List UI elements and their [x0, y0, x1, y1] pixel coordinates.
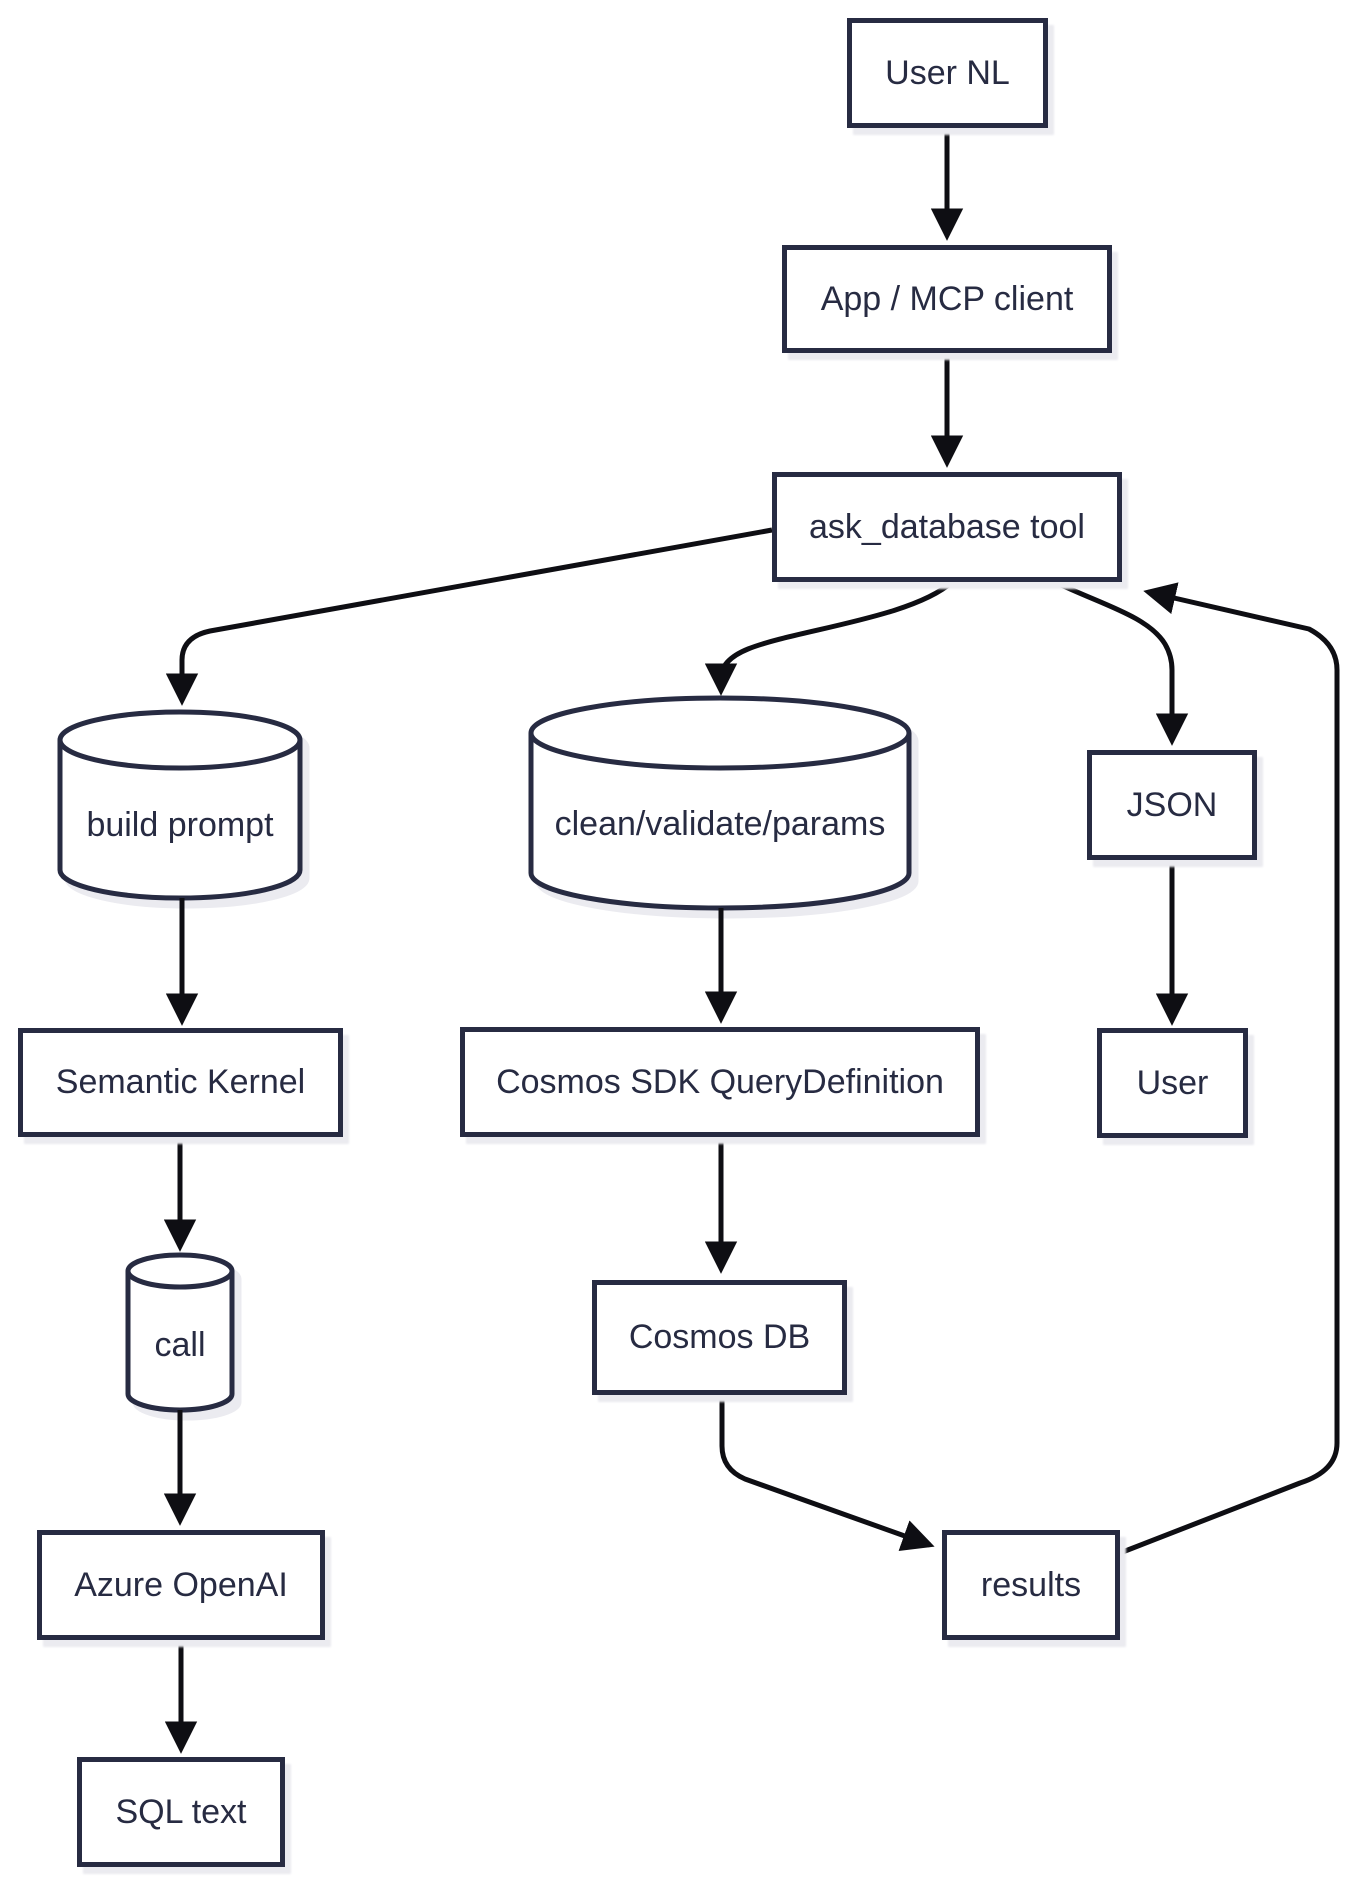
node-json-label: JSON: [1126, 785, 1218, 824]
node-azure-openai-label: Azure OpenAI: [74, 1565, 288, 1604]
node-user: User: [1097, 1028, 1248, 1138]
node-user-nl: User NL: [847, 18, 1048, 128]
node-user-nl-label: User NL: [885, 53, 1010, 92]
edge-cosmos-db-to-results: [719, 1395, 935, 1552]
node-app-mcp-client: App / MCP client: [782, 245, 1112, 353]
node-ask-database-tool-label: ask_database tool: [809, 507, 1085, 546]
node-azure-openai: Azure OpenAI: [37, 1530, 325, 1640]
node-build-prompt: build prompt: [57, 752, 303, 898]
edge-ask-tool-to-json: [1053, 579, 1189, 746]
node-semantic-kernel: Semantic Kernel: [18, 1028, 343, 1137]
node-cosmos-sdk-querydefinition-label: Cosmos SDK QueryDefinition: [496, 1062, 944, 1101]
node-sql-text: SQL text: [77, 1757, 285, 1867]
node-json: JSON: [1087, 750, 1257, 860]
node-app-mcp-client-label: App / MCP client: [820, 279, 1074, 318]
edge-ask-tool-to-clean-validate: [704, 580, 954, 696]
node-results-label: results: [980, 1565, 1082, 1604]
node-semantic-kernel-label: Semantic Kernel: [55, 1063, 306, 1101]
node-clean-validate-params: clean/validate/params: [528, 740, 912, 908]
node-call-label: call: [154, 1325, 206, 1364]
node-clean-validate-cylinder: [528, 695, 912, 911]
node-user-label: User: [1136, 1063, 1209, 1102]
node-cosmos-db-label: Cosmos DB: [628, 1318, 811, 1356]
node-results: results: [942, 1530, 1120, 1640]
node-sql-text-label: SQL text: [115, 1792, 247, 1831]
node-call: call: [125, 1287, 235, 1403]
node-build-prompt-label: build prompt: [86, 805, 274, 844]
node-clean-validate-params-label: clean/validate/params: [554, 804, 886, 843]
node-cosmos-db: Cosmos DB: [592, 1280, 847, 1395]
node-cosmos-sdk-querydefinition: Cosmos SDK QueryDefinition: [460, 1027, 980, 1137]
edge-ask-tool-to-build-prompt: [165, 527, 773, 706]
edge-results-to-ask-tool: [1119, 582, 1340, 1556]
node-ask-database-tool: ask_database tool: [772, 472, 1122, 582]
